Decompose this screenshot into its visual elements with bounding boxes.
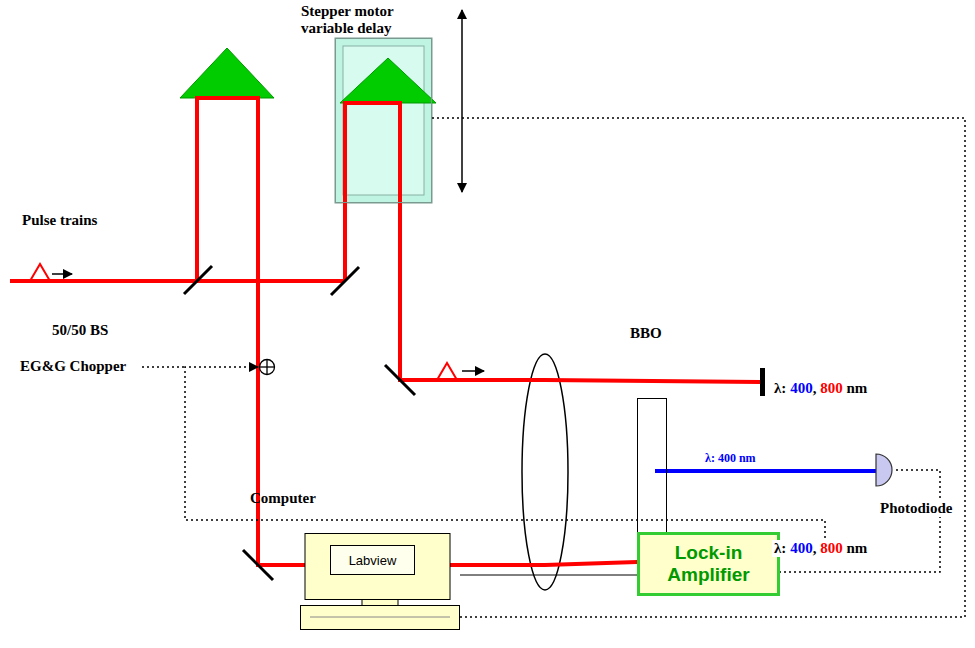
computer: ComputerLabview: [300, 533, 460, 633]
mirrors: [184, 266, 415, 580]
wavelength-label: λ: 400 nm: [703, 451, 758, 465]
signal-label: Pulse trains: [20, 212, 99, 229]
moving-retroreflector: [340, 58, 436, 103]
signal-cable: [185, 367, 825, 548]
leader-line: [142, 366, 185, 368]
wavelength-label: λ: 400, 800 nm: [772, 380, 869, 397]
photodiode-symbol: [870, 452, 896, 488]
component-label: 50/50 BS: [50, 322, 110, 339]
sh-beam: [655, 469, 876, 473]
signal-cable: [432, 118, 965, 617]
photodiode: Photodiode: [870, 452, 896, 488]
data-cable: [460, 575, 637, 576]
translation-stage: Stepper motor variable delay: [335, 38, 432, 203]
input-beam: [10, 279, 345, 283]
mirror: [385, 365, 415, 395]
direction-arrow: [462, 370, 484, 372]
crystal-label: BBO: [630, 325, 662, 342]
detector-label: Photodiode: [878, 500, 955, 517]
chopper-label: EG&G Chopper: [18, 358, 128, 375]
instrument-label: Lock-in Amplifier: [643, 542, 774, 586]
computer-label: Computer: [250, 490, 316, 507]
direction-arrow: [52, 273, 72, 275]
mirror: [243, 550, 273, 580]
delay-arm-beam: [345, 103, 760, 382]
fixed-retroreflector: [180, 48, 274, 98]
pulse: [30, 264, 50, 281]
chopper-symbol: [258, 358, 276, 376]
fixed-arm-beam: [197, 98, 760, 565]
lock-in-amplifier: Lock-in Amplifier: [637, 532, 780, 596]
stage-label: Stepper motor variable delay: [301, 3, 441, 37]
beam-dump: [760, 368, 765, 396]
laser-beams: [10, 98, 760, 565]
chopper: EG&G Chopper: [258, 358, 276, 376]
wavelength-label: λ: 400, 800 nm: [772, 540, 869, 557]
screen: Labview: [330, 545, 415, 575]
pulse: [437, 363, 457, 380]
bbo-crystal: BBO: [637, 398, 667, 540]
beam-splitter: [184, 266, 212, 294]
lens: [522, 354, 568, 590]
software-label: Labview: [349, 553, 397, 568]
travel-arrow: [461, 10, 463, 192]
mirror: [331, 267, 359, 295]
